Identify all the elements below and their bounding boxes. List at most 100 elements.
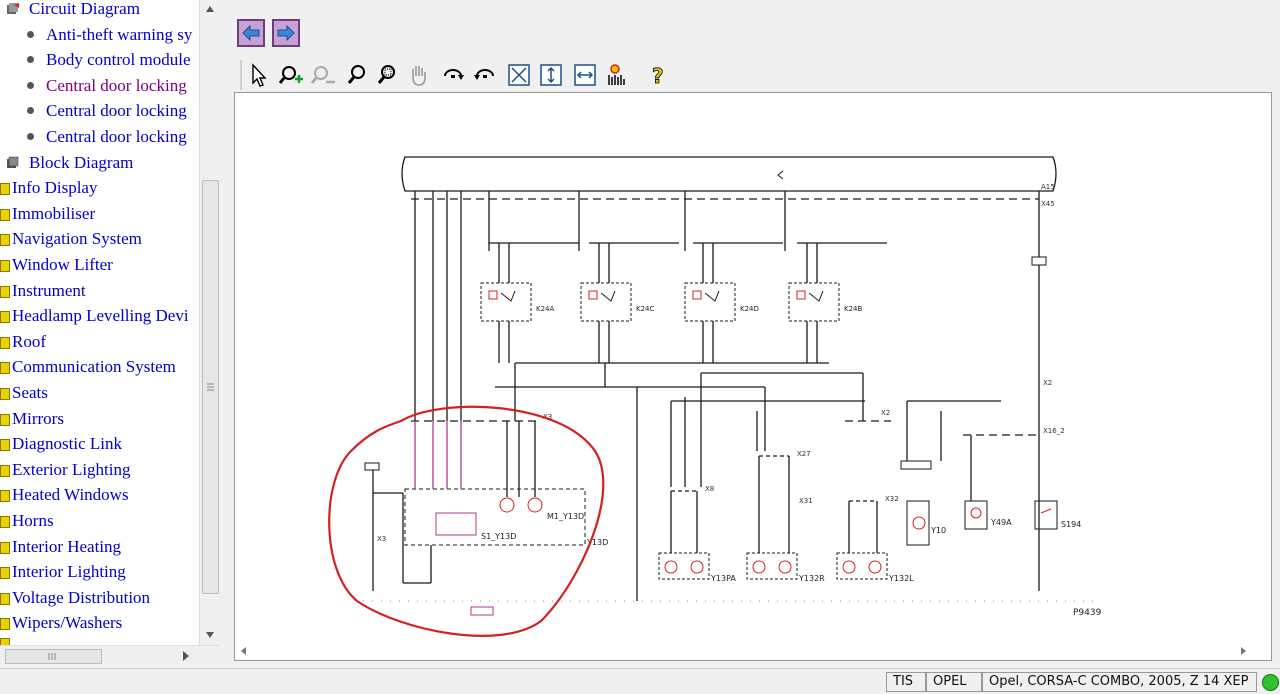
zoom-button[interactable] [344,61,370,89]
panel-splitter[interactable] [219,0,233,668]
bullet-icon [27,133,34,140]
component-label: K24C [636,305,654,313]
relay-box [684,282,736,322]
tree-item-partial[interactable] [0,638,10,645]
fit-width-button[interactable] [572,61,598,89]
relay-coil [488,290,498,300]
component-label: Y13PA [710,574,736,583]
relay-contact [600,290,616,302]
tree-item-label: Horns [12,511,54,530]
tree-item-label: Diagnostic Link [12,434,123,454]
zoom-area-icon [377,65,395,84]
switch-s1 [435,512,477,536]
component-label: Y132L [888,574,914,583]
tree-item-label: Body control module [46,50,191,70]
back-button[interactable] [237,19,265,47]
zoom-area-button[interactable] [374,61,400,89]
motor-icon [842,560,856,574]
tree-item-label: Seats [12,383,48,402]
motor-icon [912,516,926,530]
forward-button[interactable] [272,19,300,47]
connection-status-icon [1262,674,1279,691]
relay-contact [704,290,720,302]
diagram-horizontal-scrollbar[interactable] [234,642,1272,661]
fit-height-button[interactable] [538,61,564,89]
component-label: K24A [536,305,554,313]
component-y10 [906,500,930,546]
folder-icon [0,234,10,247]
component-label: X32 [885,495,899,503]
folder-icon [0,516,10,528]
component-label: X3 [543,413,552,421]
diagram-toolbar: ? [240,58,680,92]
scroll-right-icon[interactable] [180,650,192,662]
ground-connector [470,606,494,616]
fit-window-icon [508,64,530,86]
motor-icon [664,560,678,574]
component-label: X16_2 [1043,427,1065,435]
bullet-icon [27,81,34,89]
module-y13d [404,488,586,546]
motor-icon [690,560,704,574]
pan-hand-icon [412,66,426,86]
tree-item-label: Interior Lighting [12,562,126,582]
folder-icon [0,464,10,477]
rotate-left-button[interactable] [440,61,466,89]
tree-item-label: Communication System [12,357,176,377]
component-label: X27 [797,450,811,458]
switch-s194 [1034,500,1058,530]
tree-hscroll-thumb[interactable] [5,649,102,664]
tree-item-label: Central door locking [46,75,187,95]
tree-item-label: Mirrors [12,408,64,428]
relay-coil [588,290,598,300]
component-label: S194 [1061,520,1081,529]
tree-item-label: Window Lifter [12,255,113,274]
highlight-button[interactable] [604,61,630,89]
arrow-left-icon [242,24,260,42]
tree-item-label: Headlamp Levelling Devi [12,306,189,326]
status-app: TIS [886,672,926,692]
rotate-right-button[interactable] [472,61,498,89]
pan-button[interactable] [406,61,432,89]
tree-scroll-thumb[interactable] [202,180,219,594]
select-arrow-icon [252,63,267,87]
component-label: X3 [377,535,386,543]
folder-icon [0,285,10,298]
component-label: X2 [1043,379,1052,387]
switch-icon [1040,508,1052,514]
tree-item-label: Immobiliser [12,203,96,223]
relay-box [788,282,840,322]
zoom-icon [347,65,365,84]
arrow-right-icon [277,24,295,42]
fit-window-button[interactable] [506,61,532,89]
component-label: M1_Y13D [547,512,584,521]
relay-coil [796,290,806,300]
relay-coil [692,290,702,300]
rotate-right-icon [474,69,494,80]
component-label: K24B [844,305,862,313]
tree-item-label: Navigation System [12,229,142,249]
folder-icon [0,618,10,631]
motor-icon [868,560,882,574]
tree-item-label: Voltage Distribution [12,587,151,607]
help-button[interactable]: ? [646,61,672,89]
tree-item-label: Central door locking [46,101,187,121]
select-tool-button[interactable] [246,61,272,89]
component-y49a [964,500,988,530]
zoom-in-button[interactable] [278,61,304,89]
connector-box [1031,256,1047,266]
bullet-icon [27,107,34,115]
tree-horizontal-scrollbar[interactable] [0,645,219,666]
folder-icon [0,260,10,272]
actuator-box [658,552,710,580]
tree-vertical-scrollbar[interactable] [199,0,220,645]
zoom-out-button[interactable] [310,61,336,89]
connector-box [364,462,380,471]
tree-item-label: Interior Heating [12,536,122,556]
component-label: A15 [1041,183,1055,191]
grip-icon [48,653,56,660]
module-symbol-icon [777,170,784,180]
motor-m1 [499,497,515,513]
bullet-icon [27,30,34,38]
